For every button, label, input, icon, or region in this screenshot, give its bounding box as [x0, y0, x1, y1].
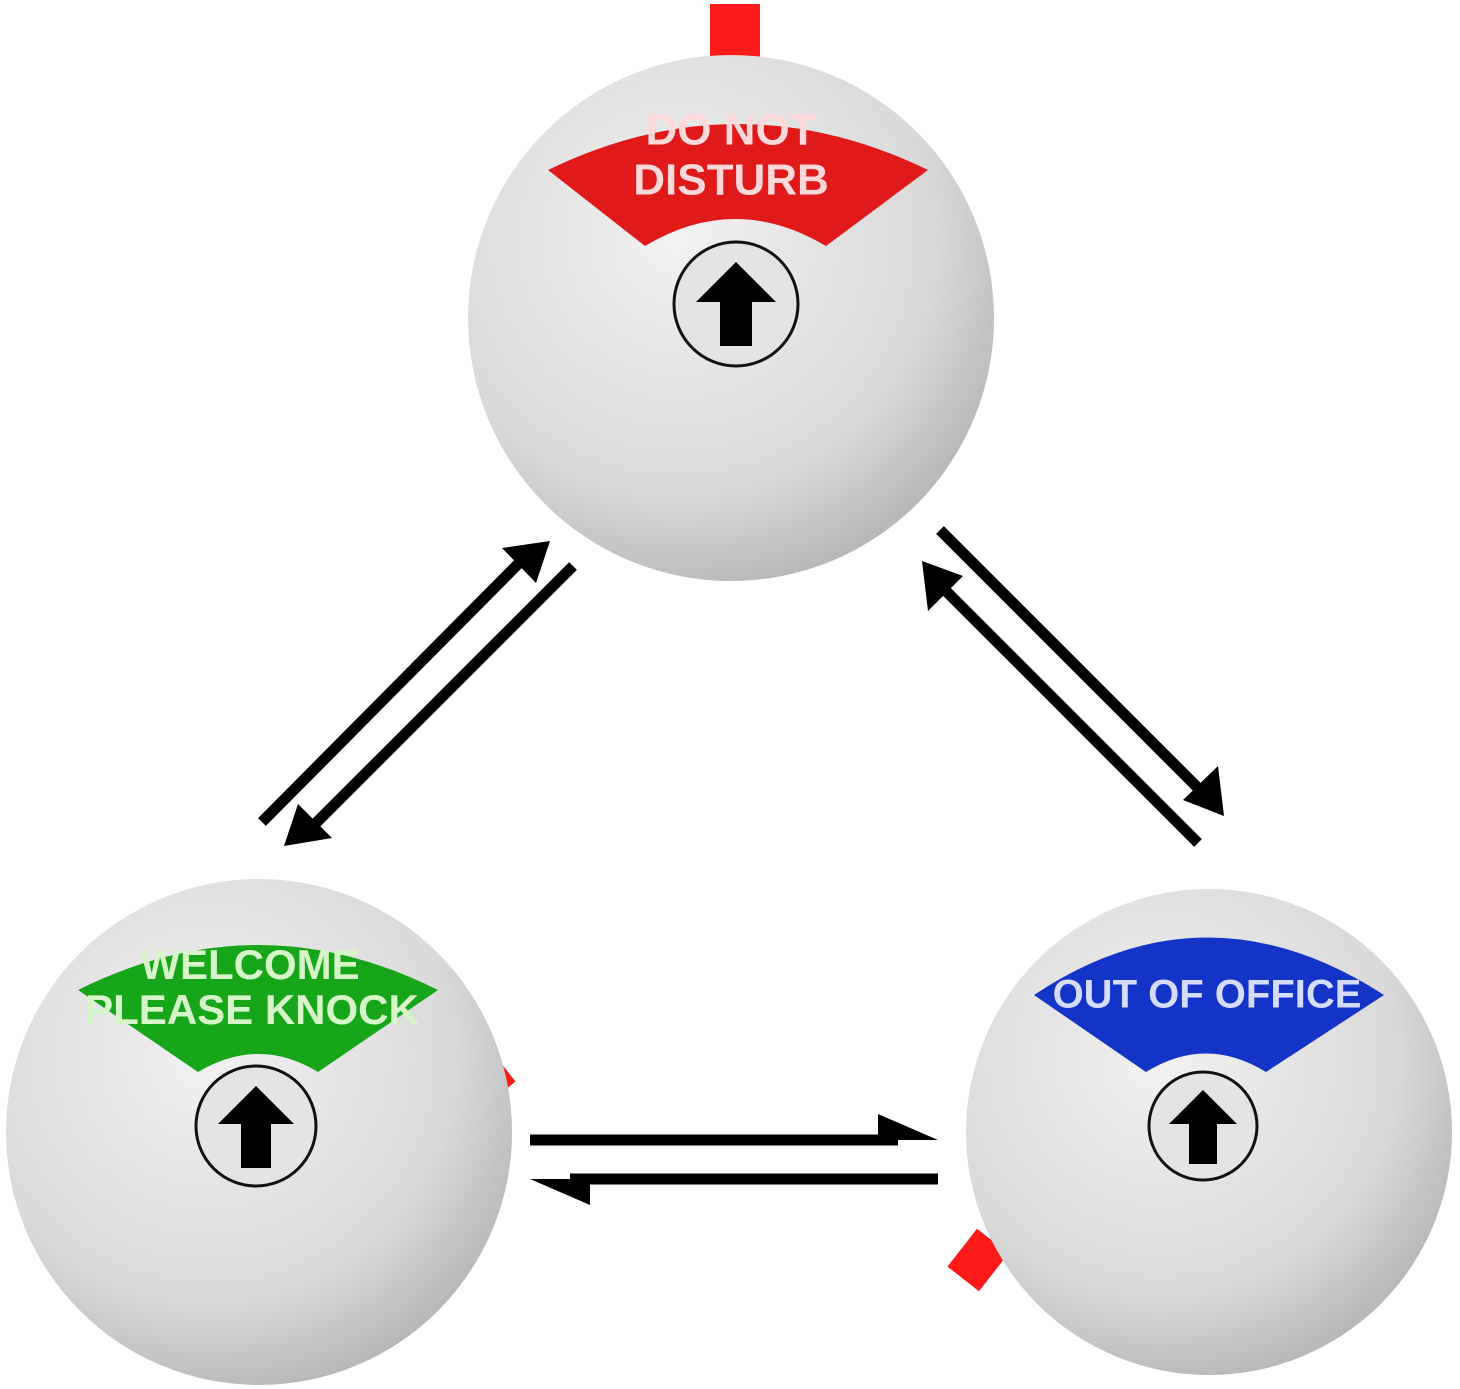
sign-out-of-office: OUT OF OFFICE [947, 889, 1452, 1375]
double-arrow-icon-top-right [922, 526, 1224, 847]
status-line-1: WELCOME [140, 941, 359, 988]
status-line-2: DISTURB [633, 156, 829, 205]
status-window [1034, 937, 1384, 1072]
status-line-1: OUT OF OFFICE [1053, 973, 1362, 1017]
double-arrow-icon-top-left [258, 541, 577, 846]
slider-tab [947, 1228, 1009, 1292]
double-arrow-icon-left-right [530, 1114, 938, 1205]
sign-welcome-please-knock: WELCOME PLEASE KNOCK [6, 879, 516, 1385]
up-arrow-icon [1147, 1070, 1259, 1182]
slider-tab [710, 4, 760, 64]
up-arrow-icon [194, 1064, 318, 1188]
status-line-2: PLEASE KNOCK [85, 986, 419, 1033]
status-window [548, 124, 928, 246]
status-window [78, 945, 438, 1072]
status-line-1: DO NOT [645, 106, 816, 155]
sign-do-not-disturb: DO NOT DISTURB [468, 4, 994, 581]
up-arrow-icon [672, 240, 800, 368]
